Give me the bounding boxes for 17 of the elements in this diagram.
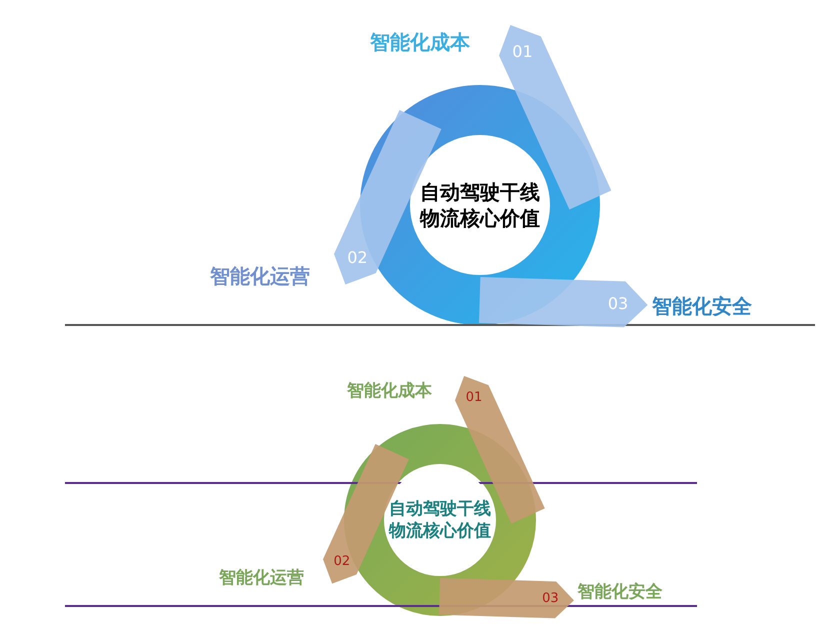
arrow-band: [479, 277, 648, 328]
category-label: 智能化成本: [370, 29, 470, 56]
step-number: 01: [511, 42, 534, 62]
step-number: 01: [464, 388, 484, 407]
category-label: 智能化运营: [219, 566, 304, 589]
category-label: 智能化安全: [652, 293, 752, 320]
center-text: 自动驾驶干线物流核心价值: [418, 179, 541, 231]
arrow-band: [439, 578, 574, 618]
step-number: 02: [346, 248, 369, 268]
arrow-band: [334, 110, 441, 285]
category-label: 智能化安全: [578, 580, 663, 603]
step-number: 03: [541, 590, 560, 608]
category-label: 智能化成本: [347, 380, 432, 402]
step-number: 02: [332, 553, 352, 572]
category-label: 智能化运营: [210, 263, 310, 290]
step-number: 03: [606, 294, 630, 314]
center-text: 自动驾驶干线物流核心价值: [388, 498, 492, 542]
